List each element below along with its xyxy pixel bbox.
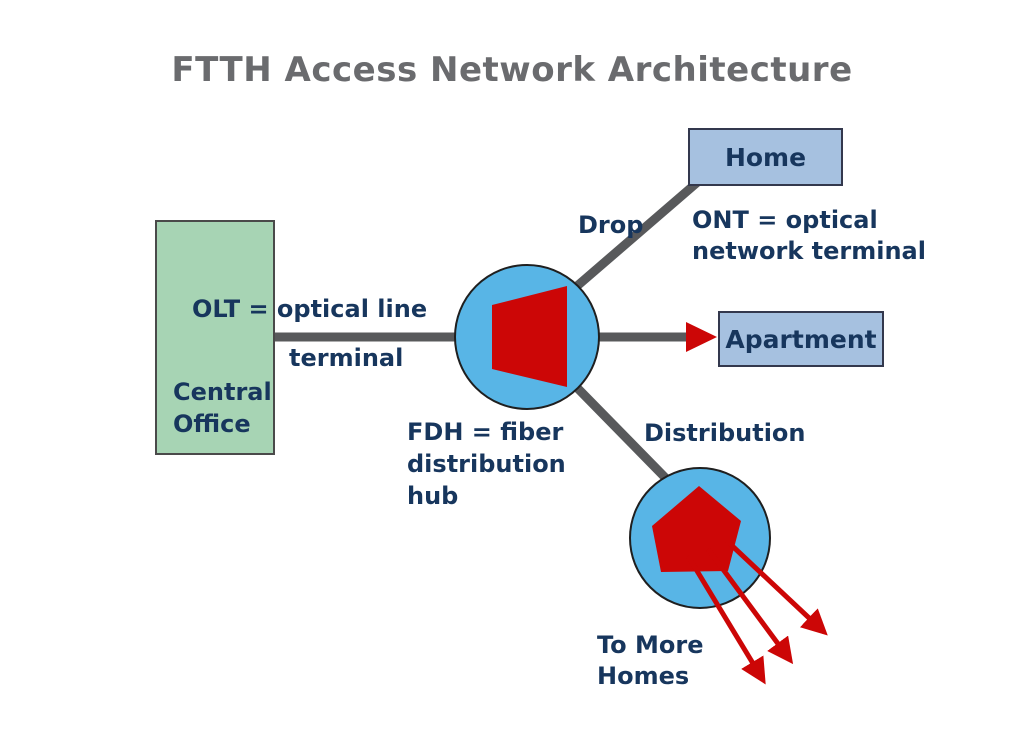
fdh-label: FDH = fiber distribution hub	[407, 418, 566, 510]
home-box: Home	[688, 128, 843, 186]
to-homes-arrow-1	[685, 554, 766, 685]
distribution-label: Distribution	[644, 419, 806, 447]
diagram-title: FTTH Access Network Architecture	[171, 50, 853, 90]
to-more-homes-label: To More Homes	[597, 631, 704, 690]
fdh-splitter-shape	[492, 286, 567, 387]
central-office-box	[155, 220, 275, 455]
apartment-label: Apartment	[725, 324, 877, 354]
central-office-label: Central Office	[173, 378, 272, 438]
drop-label: Drop	[578, 211, 644, 239]
to-homes-arrow-2	[705, 547, 794, 665]
apartment-box: Apartment	[718, 311, 884, 367]
olt-label-line1: OLT = optical line	[192, 295, 428, 323]
secondary-splitter-shape	[652, 486, 741, 572]
home-label: Home	[724, 142, 807, 172]
olt-label-line2: terminal	[289, 344, 404, 372]
apartment-arrowhead	[686, 322, 717, 352]
ont-label: ONT = optical network terminal	[692, 206, 926, 265]
to-homes-arrow-3	[725, 539, 828, 636]
